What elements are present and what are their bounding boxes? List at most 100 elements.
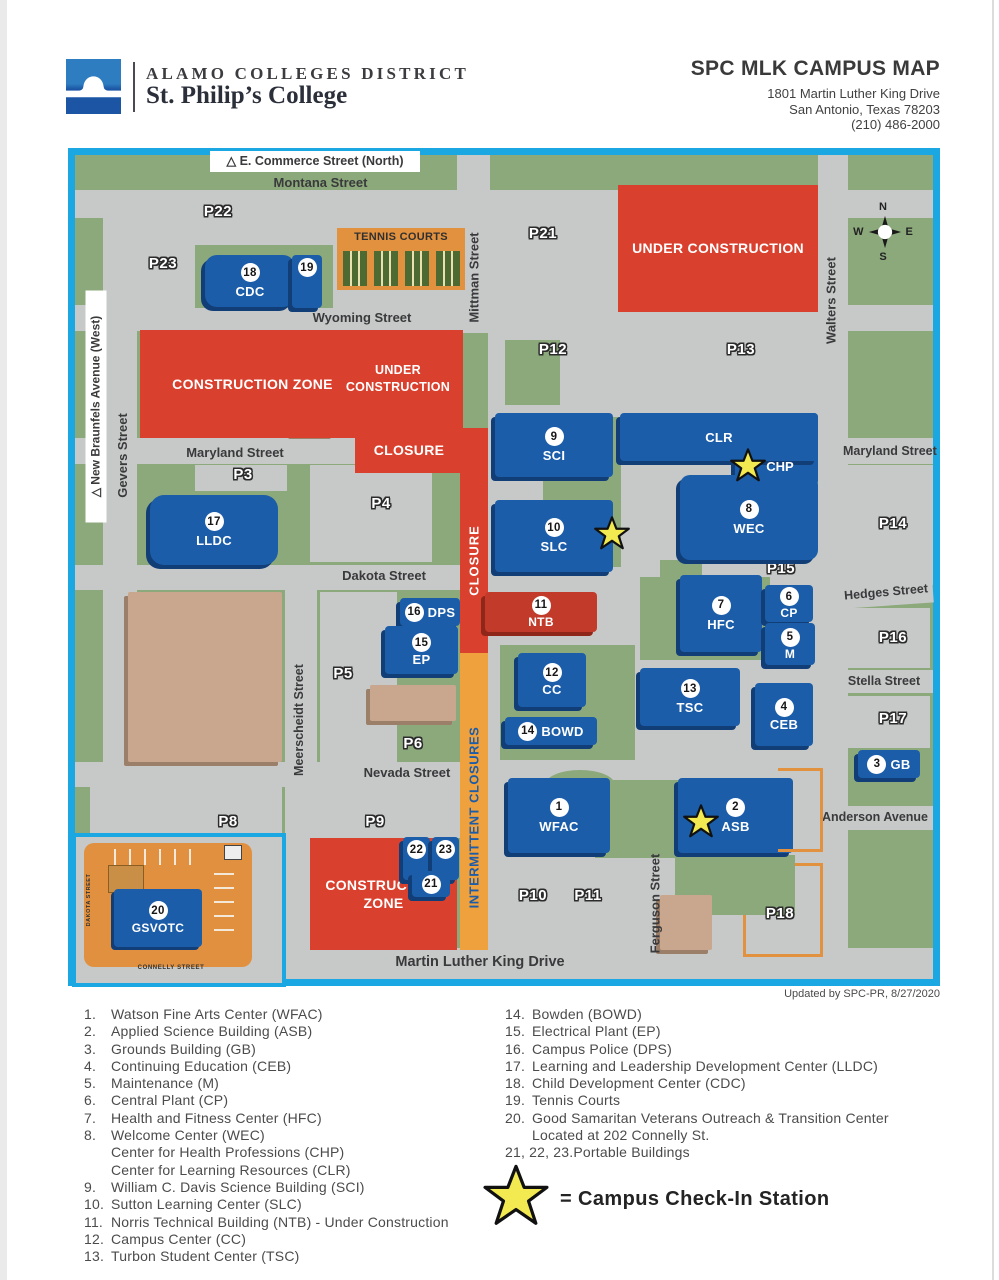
- inset-detail-box: [224, 845, 242, 860]
- building-number-badge: 5: [780, 627, 800, 647]
- inset-parking-rows: [114, 849, 192, 865]
- address-line-2: San Antonio, Texas 78203: [789, 101, 940, 117]
- inset-dakota-street-label: DAKOTA STREET: [86, 873, 92, 927]
- commerce-street-label: △ E. Commerce Street (North): [210, 151, 420, 172]
- alamo-colleges-logo-icon: [66, 59, 121, 114]
- closure-strip-label: CLOSURE: [466, 525, 482, 596]
- parking-lot-p10-p11: [488, 855, 640, 950]
- logo-divider: [133, 62, 135, 112]
- new-braunfels-avenue-label: △ New Braunfels Avenue (West): [85, 290, 107, 523]
- building-number-badge: 10: [544, 518, 564, 537]
- gsvotc-inset-map: 20 GSVOTC DAKOTA STREET CONNELLY STREET: [72, 833, 286, 987]
- tennis-court: [436, 251, 460, 286]
- brand-college-name: St. Philip’s College: [146, 82, 348, 109]
- page-edge-right: [992, 0, 994, 1280]
- parking-label-p22: P22: [203, 203, 233, 220]
- parking-label-p9: P9: [365, 813, 385, 830]
- closure-strip: [460, 428, 488, 653]
- street-dakota-band: [75, 565, 490, 590]
- legend-item: 21, 22, 23.Portable Buildings: [505, 1144, 690, 1161]
- legend-item: 17.Learning and Leadership Development C…: [505, 1057, 878, 1074]
- legend-item: 1.Watson Fine Arts Center (WFAC): [84, 1006, 323, 1022]
- parking-label-p8: P8: [218, 813, 238, 830]
- building-number-badge: 18: [240, 263, 260, 282]
- asb-courtyard-outline: [778, 768, 823, 852]
- legend-item: 14.Bowden (BOWD): [505, 1006, 642, 1022]
- legend-item: 20.Good Samaritan Veterans Outreach & Tr…: [505, 1109, 889, 1126]
- under-construction-zone-central: UNDER CONSTRUCTION: [333, 330, 463, 427]
- parking-lot-p21: [488, 196, 620, 308]
- page-edge-left: [0, 0, 7, 1280]
- under-construction-zone-northeast: UNDER CONSTRUCTION: [618, 185, 818, 312]
- parking-label-p17: P17: [878, 710, 908, 727]
- legend-item: 8.Welcome Center (WEC): [84, 1127, 265, 1144]
- parking-lot-p5: [320, 592, 397, 763]
- building-number-badge: 2: [726, 797, 745, 817]
- maryland-street-label-west: Maryland Street: [186, 445, 284, 460]
- stella-street-label: Stella Street: [847, 674, 921, 688]
- legend-item: 2.Applied Science Building (ASB): [84, 1023, 313, 1040]
- tennis-court: [405, 251, 429, 286]
- building-7-hfc: 7 HFC: [680, 575, 762, 652]
- building-13-tsc: 13 TSC: [640, 668, 740, 726]
- meerscheidt-street-label: Meerscheidt Street: [292, 664, 306, 776]
- building-8-wec: 8 WEC: [680, 475, 818, 560]
- legend-item: Center for Health Professions (CHP): [111, 1144, 345, 1161]
- parking-label-p3: P3: [233, 466, 253, 483]
- building-code: CDC: [235, 284, 265, 299]
- building-number-badge: 1: [549, 797, 569, 817]
- street-stella-band: [831, 670, 933, 693]
- parking-label-p14: P14: [878, 515, 908, 532]
- legend-item: 3.Grounds Building (GB): [84, 1040, 257, 1057]
- tennis-courts-label: TENNIS COURTS: [354, 231, 448, 243]
- inset-pad: [108, 865, 144, 893]
- building-11-ntb: 11 NTB: [485, 592, 597, 632]
- building-number-badge: 22: [407, 840, 426, 859]
- street-walters-band: [818, 155, 848, 979]
- non-campus-building: [660, 895, 712, 950]
- building-12-cc: 12 CC: [518, 653, 586, 707]
- parking-label-p18: P18: [765, 905, 795, 922]
- building-code: EP: [412, 652, 431, 667]
- building-number-badge: 15: [412, 633, 431, 652]
- building-number-badge: 11: [531, 595, 551, 615]
- address-line-1: 1801 Martin Luther King Drive: [767, 86, 940, 101]
- building-code: WFAC: [539, 818, 579, 834]
- parking-lot-p14: [845, 465, 933, 585]
- parking-lot-p16: [845, 608, 930, 668]
- mittman-street-label: Mittman Street: [466, 232, 482, 323]
- building-number-badge: 3: [867, 754, 887, 774]
- building-number-badge: 4: [774, 697, 794, 717]
- building-4-ceb: 4 CEB: [755, 683, 813, 746]
- building-code: NTB: [528, 614, 554, 629]
- compass-north-label: N: [879, 201, 887, 213]
- building-16-dps: 16 DPS: [400, 598, 460, 626]
- building-number-badge: 23: [436, 840, 455, 859]
- building-10-slc: 10 SLC: [495, 500, 613, 572]
- building-code: CEB: [769, 716, 799, 732]
- legend-item: 12.Campus Center (CC): [84, 1230, 247, 1247]
- check-in-star-icon: [594, 516, 630, 550]
- building-code: GB: [890, 756, 911, 772]
- legend-item: 4.Continuing Education (CEB): [84, 1057, 292, 1074]
- compass-rose: N W E S: [853, 201, 913, 279]
- legend-item: 16.Campus Police (DPS): [505, 1040, 672, 1057]
- legend-item: 5.Maintenance (M): [84, 1075, 220, 1092]
- building-3-gb: 3 GB: [858, 750, 920, 778]
- legend-item: Located at 202 Connelly St.: [532, 1127, 710, 1144]
- building-15-ep: 15 EP: [385, 626, 458, 674]
- legend-item: 10.Sutton Learning Center (SLC): [84, 1196, 302, 1213]
- building-code: GSVOTC: [131, 921, 185, 935]
- building-number-badge: 8: [739, 499, 759, 519]
- building-18-cdc: 18 CDC: [205, 255, 295, 307]
- building-number-badge: 19: [297, 258, 317, 277]
- legend-item: 19.Tennis Courts: [505, 1092, 621, 1109]
- legend-item: 9.William C. Davis Science Building (SCI…: [84, 1178, 365, 1195]
- intermittent-closures-strip: [460, 653, 488, 950]
- compass-icon: [868, 215, 901, 249]
- parking-label-p16: P16: [878, 629, 908, 646]
- parking-label-p11: P11: [574, 887, 602, 904]
- parking-label-p13: P13: [726, 341, 756, 358]
- mlk-drive-label: Martin Luther King Drive: [395, 954, 565, 970]
- building-number-badge: 16: [404, 602, 424, 622]
